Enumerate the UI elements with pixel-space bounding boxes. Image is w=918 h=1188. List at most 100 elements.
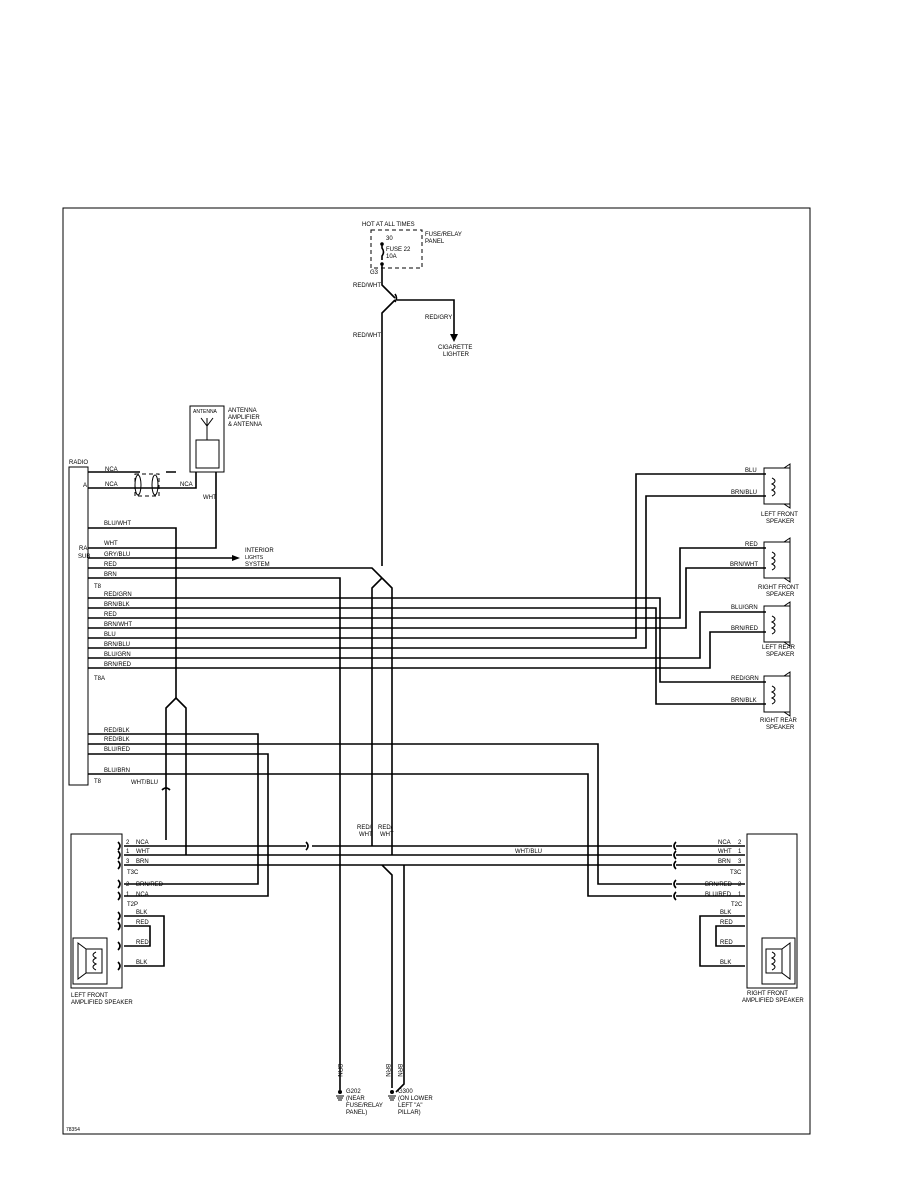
fuse-relay-panel-box <box>370 229 423 269</box>
interior-arrow <box>232 555 240 561</box>
rf-speaker-box <box>763 541 791 579</box>
ground-g202-label-3: FUSE/RELAY <box>346 1103 383 1109</box>
crossover-wht-blu <box>165 697 187 855</box>
left-amp-driver-box <box>72 937 108 985</box>
left-amp-spk-wire-4: BLK <box>136 960 147 966</box>
fuse-relay-panel-label-1: FUSE/RELAY <box>425 232 462 238</box>
pin-t8-red-label: RED <box>104 562 117 568</box>
left-amp-pin-1-wire: NCA <box>136 840 149 846</box>
center-brn-1-label: BRN <box>336 1064 342 1077</box>
power-wire-to-lighter <box>397 299 455 338</box>
left-amp-spk-wire-3: RED <box>136 940 149 946</box>
lr-speaker-box <box>763 605 791 643</box>
radio-body <box>68 466 89 786</box>
wire-wht-antenna <box>88 472 217 549</box>
wire-red-grn <box>88 597 766 683</box>
right-amp-label-2: AMPLIFIED SPEAKER <box>742 998 804 1004</box>
lf-speaker-coil <box>770 477 776 497</box>
shield-ellipse-1 <box>134 474 142 496</box>
ground-g300-icon <box>388 1095 396 1101</box>
fuse-symbol <box>381 244 385 260</box>
lf-speaker-label-2: SPEAKER <box>766 519 795 525</box>
wire-blu-red-left <box>88 753 269 897</box>
center-wht-blu-label: WHT/BLU <box>515 849 542 855</box>
radio-connector-sub: SUB <box>78 554 90 560</box>
right-amp-speaker-box <box>746 833 798 989</box>
trunk-brn <box>124 864 672 1093</box>
right-amp-spk-wire-1: BLK <box>720 910 731 916</box>
hot-at-all-times-label: HOT AT ALL TIMES <box>362 222 415 228</box>
fuse-relay-panel-label-2: PANEL <box>425 239 445 245</box>
right-amp-spk-wire-blk <box>699 915 745 967</box>
ground-g202-label-2: (NEAR <box>346 1096 365 1102</box>
pin-t8b-4-label: BLU/BRN <box>104 768 130 774</box>
rr-speaker-label-2: SPEAKER <box>766 725 795 731</box>
wht-blu-radio-label: WHT/BLU <box>131 780 158 786</box>
power-wire-down <box>381 299 396 566</box>
rr-speaker-label-1: RIGHT REAR <box>760 718 798 724</box>
lr-speaker-label-1: LEFT REAR <box>762 645 796 651</box>
pin-t8a-7-label: BLU/GRN <box>104 652 131 658</box>
lr-speaker-label-2: SPEAKER <box>766 652 795 658</box>
antenna-amplifier-module <box>195 439 220 469</box>
left-amp-pin-3-num: 3 <box>126 859 130 865</box>
rf-speaker-wire-1: RED <box>745 542 758 548</box>
trunk-nca-connector <box>305 841 309 851</box>
right-amp-pin-2-wire: WHT <box>718 849 732 855</box>
wire-blu-grn <box>88 611 766 659</box>
left-amp-pin-3-wire: BRN <box>136 859 149 865</box>
rr-speaker-wire-1: RED/GRN <box>731 676 759 682</box>
ground-g202-label-1: G202 <box>346 1089 361 1095</box>
right-amp-connector-t2c: T2C <box>731 902 743 908</box>
right-amp-pin-1-wire: NCA <box>718 840 731 846</box>
antenna-label-1: ANTENNA <box>228 408 257 414</box>
left-amp-spk-wire-2: RED <box>136 920 149 926</box>
right-amp-pin-2-num: 1 <box>738 849 742 855</box>
pin-t8a-8-label: BRN/RED <box>104 662 132 668</box>
wire-brn-wht <box>88 567 766 629</box>
wire-brn-red <box>88 631 766 669</box>
left-amp-connector-marks <box>117 841 121 971</box>
antenna-label-2: AMPLIFIER <box>228 415 260 421</box>
wire-blu <box>88 473 766 639</box>
left-amp-speaker-box <box>70 833 123 989</box>
wire-red <box>88 547 766 619</box>
antenna-box-label: ANTENNA <box>193 409 218 415</box>
ground-g300-dot <box>390 1090 394 1094</box>
pin-a-2-label: NCA <box>105 482 118 488</box>
right-amp-connector-t3c: T3C <box>730 870 742 876</box>
radio-connector-t8a: T8A <box>94 676 105 682</box>
rr-speaker-icon <box>783 671 791 717</box>
pin-t8a-6-label: BRN/BLU <box>104 642 130 648</box>
left-amp-spk-wire-blk-1 <box>124 915 165 967</box>
right-amp-pin-stubs <box>676 845 745 897</box>
center-wht-2-label: WHT <box>380 832 394 838</box>
pin-t8-gry-blu-label: GRY/BLU <box>104 552 130 558</box>
radio-connector-a: A <box>83 483 87 489</box>
pin-t8a-1-label: RED/GRN <box>104 592 132 598</box>
lr-speaker-coil <box>770 615 776 635</box>
left-amp-label-2: AMPLIFIED SPEAKER <box>71 1000 133 1006</box>
fuse-number-label: FUSE 22 <box>386 247 411 253</box>
left-amp-label-1: LEFT FRONT <box>71 993 108 999</box>
left-amp-pin-6-wire: NCA <box>136 892 149 898</box>
terminal-g3-label: G3 <box>370 270 379 276</box>
shielded-cable-box <box>134 473 160 497</box>
rr-speaker-box <box>763 675 791 713</box>
right-amp-coil <box>770 951 776 971</box>
ground-g300-label-2: (ON LOWER <box>398 1096 433 1102</box>
left-amp-pin-5-num: 2 <box>126 882 130 888</box>
shield-ellipse-2 <box>151 474 159 496</box>
lr-speaker-wire-1: BLU/GRN <box>731 605 758 611</box>
lighter-arrow <box>450 334 458 342</box>
radio-connector-t8b: T8 <box>94 779 102 785</box>
right-amp-spk-wire-2: RED <box>720 920 733 926</box>
right-amp-pin-6-wire: BLU/RED <box>705 892 732 898</box>
right-amp-pin-5-num: 2 <box>738 882 742 888</box>
ground-g202-icon <box>336 1095 344 1101</box>
wire-red-power <box>88 567 383 579</box>
ground-g300-label-4: PILLAR) <box>398 1110 421 1116</box>
right-amp-pin-5-wire: BRN/RED <box>705 882 733 888</box>
ground-g300-label-1: G300 <box>398 1089 413 1095</box>
